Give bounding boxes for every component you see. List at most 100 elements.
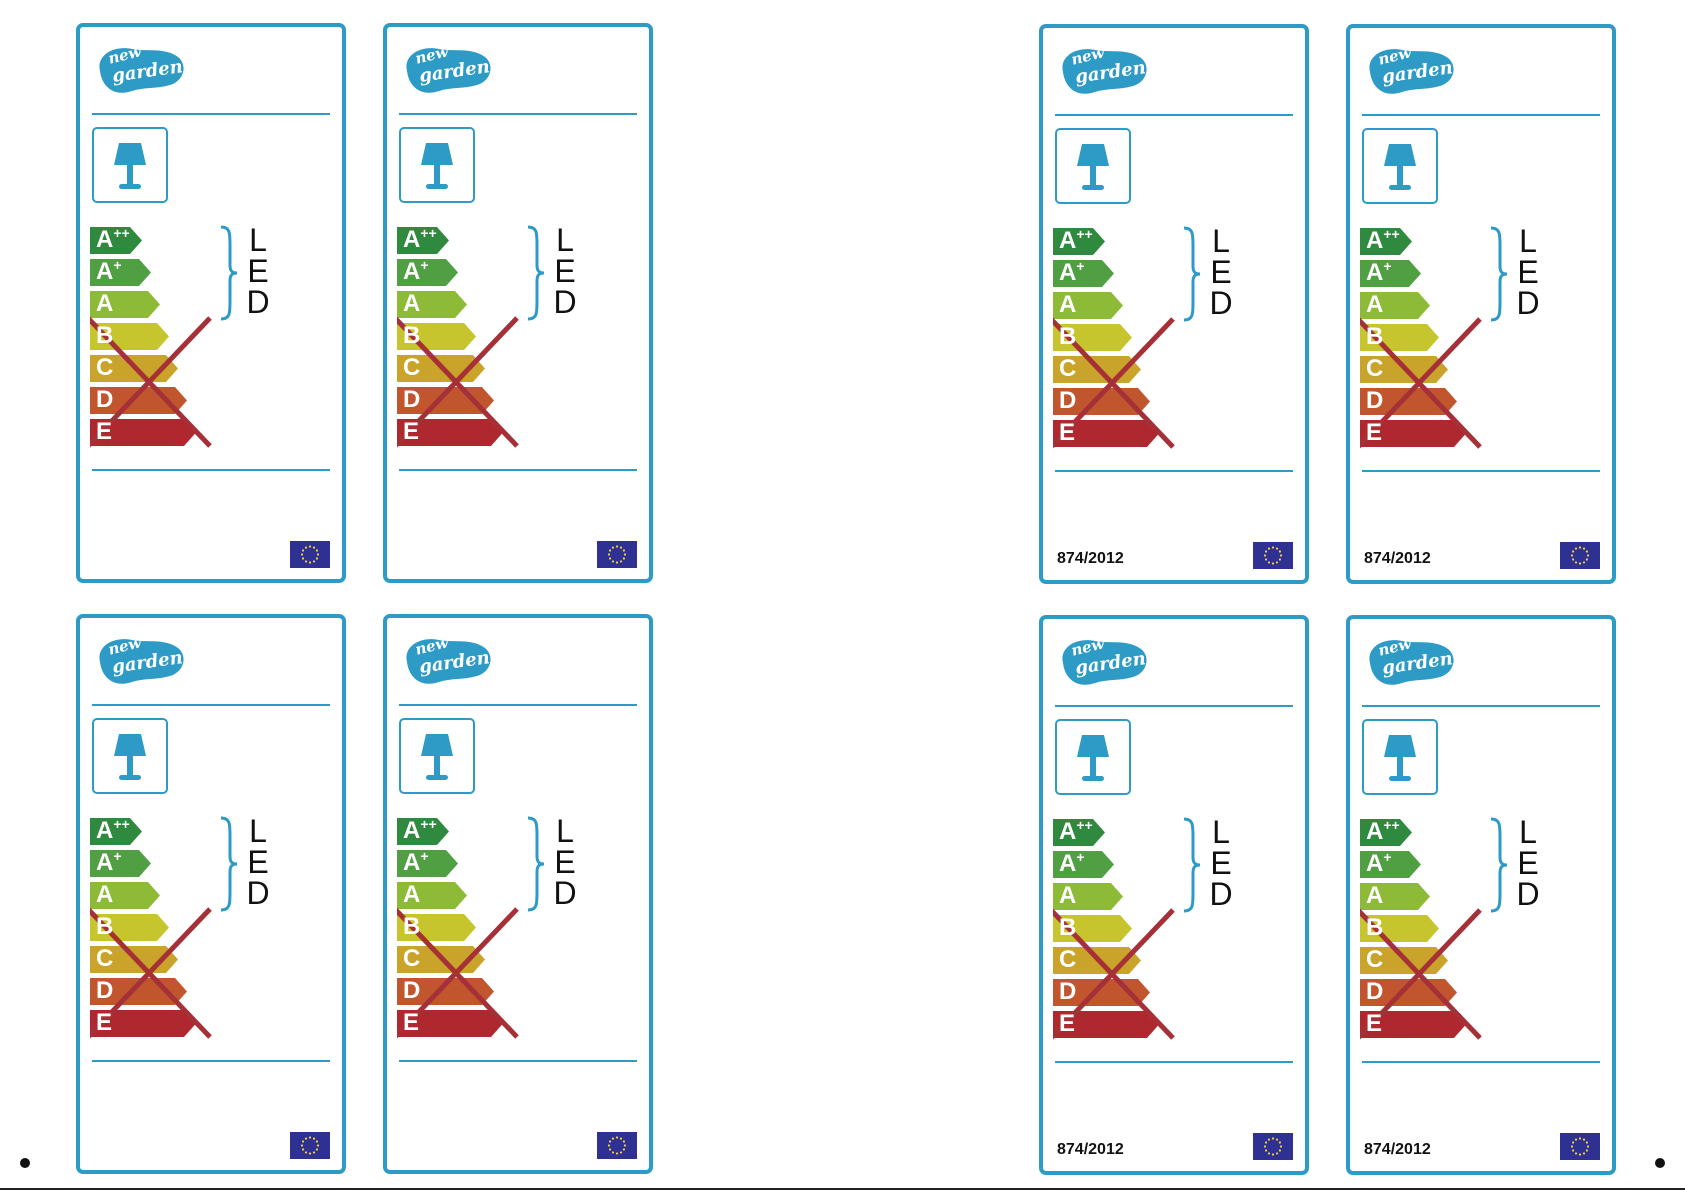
energy-class-letter: C (1366, 946, 1384, 973)
energy-class-letter: A (96, 290, 114, 317)
energy-class-bar (1360, 851, 1421, 878)
divider-top (399, 113, 637, 115)
energy-class-letter: B (1366, 914, 1384, 941)
table-lamp-icon (114, 143, 146, 189)
lamp-box (1362, 719, 1438, 795)
energy-class-letter: A+ (96, 257, 122, 285)
energy-class-letter: A++ (1366, 226, 1400, 254)
energy-class-letter: D (1366, 387, 1384, 414)
energy-class-letter: E (1366, 419, 1383, 446)
energy-class-letter: D (96, 977, 114, 1004)
energy-class-letter: A (1059, 291, 1077, 318)
lamp-box (92, 718, 168, 794)
energy-class-bar (397, 419, 503, 446)
eu-flag-icon (1253, 542, 1293, 569)
cross-line (1053, 317, 1175, 449)
energy-class-letter: A (403, 290, 421, 317)
lamp-box (399, 718, 475, 794)
eu-flag-icon (290, 541, 330, 568)
energy-class-letter: C (1366, 355, 1384, 382)
energy-class-bar (90, 1010, 196, 1037)
cross-line (1360, 908, 1482, 1040)
regulation-number: 874/2012 (1057, 1141, 1124, 1158)
led-letter: E (247, 844, 269, 880)
bracket-icon (1490, 226, 1508, 322)
led-letter: D (1209, 876, 1233, 912)
divider-bottom (92, 469, 330, 471)
energy-class-letter: B (403, 913, 421, 940)
led-letter: D (553, 875, 577, 911)
eu-flag-icon (1560, 1133, 1600, 1160)
cross-line (90, 316, 212, 448)
divider-bottom (399, 469, 637, 471)
led-letter: L (1212, 814, 1230, 850)
energy-class-bar (90, 259, 151, 286)
eu-flag-icon (597, 1132, 637, 1159)
energy-class-letter: C (96, 945, 114, 972)
energy-class-letter: A++ (1059, 226, 1093, 254)
regulation-number: 874/2012 (1364, 1141, 1431, 1158)
energy-class-letter: E (1059, 1010, 1076, 1037)
energy-class-bar (397, 818, 449, 845)
led-letter: L (1519, 814, 1537, 850)
led-letter: E (1517, 254, 1539, 290)
energy-class-letter: A++ (1059, 817, 1093, 845)
energy-class-letter: A++ (1366, 817, 1400, 845)
energy-class-letter: A+ (1366, 849, 1392, 877)
lamp-box (92, 127, 168, 203)
energy-class-letter: C (403, 945, 421, 972)
cross-line (397, 316, 519, 448)
divider-bottom (92, 1060, 330, 1062)
led-letter: L (1212, 223, 1230, 259)
divider-top (1362, 114, 1600, 116)
table-lamp-icon (1077, 735, 1109, 781)
cross-line (1053, 908, 1175, 1040)
eu-flag-icon (1560, 542, 1600, 569)
energy-class-bar (90, 227, 142, 254)
bracket-icon (220, 225, 238, 321)
led-letter: L (556, 222, 574, 258)
energy-class-bar (1360, 260, 1421, 287)
energy-class-letter: D (1059, 387, 1077, 414)
energy-class-letter: D (1059, 978, 1077, 1005)
energy-class-letter: A (1059, 882, 1077, 909)
regulation-number: 874/2012 (1057, 550, 1124, 567)
energy-class-bar (1360, 420, 1466, 447)
energy-class-bar (1053, 420, 1159, 447)
energy-class-bar (397, 291, 467, 318)
bracket-icon (1183, 817, 1201, 913)
energy-class-letter: D (403, 977, 421, 1004)
energy-class-letter: A++ (96, 225, 130, 253)
table-lamp-icon (421, 143, 453, 189)
bracket-icon (1490, 817, 1508, 913)
table-lamp-icon (421, 734, 453, 780)
energy-class-bar (397, 259, 458, 286)
energy-class-bar (1053, 1011, 1159, 1038)
energy-class-letter: C (1059, 946, 1077, 973)
energy-class-bar (90, 291, 160, 318)
eu-flag-icon (290, 1132, 330, 1159)
energy-class-bar (1053, 228, 1105, 255)
energy-class-bar (1360, 883, 1430, 910)
registration-dot-left (20, 1158, 30, 1168)
energy-class-letter: D (1366, 978, 1384, 1005)
energy-class-bar (1360, 1011, 1466, 1038)
